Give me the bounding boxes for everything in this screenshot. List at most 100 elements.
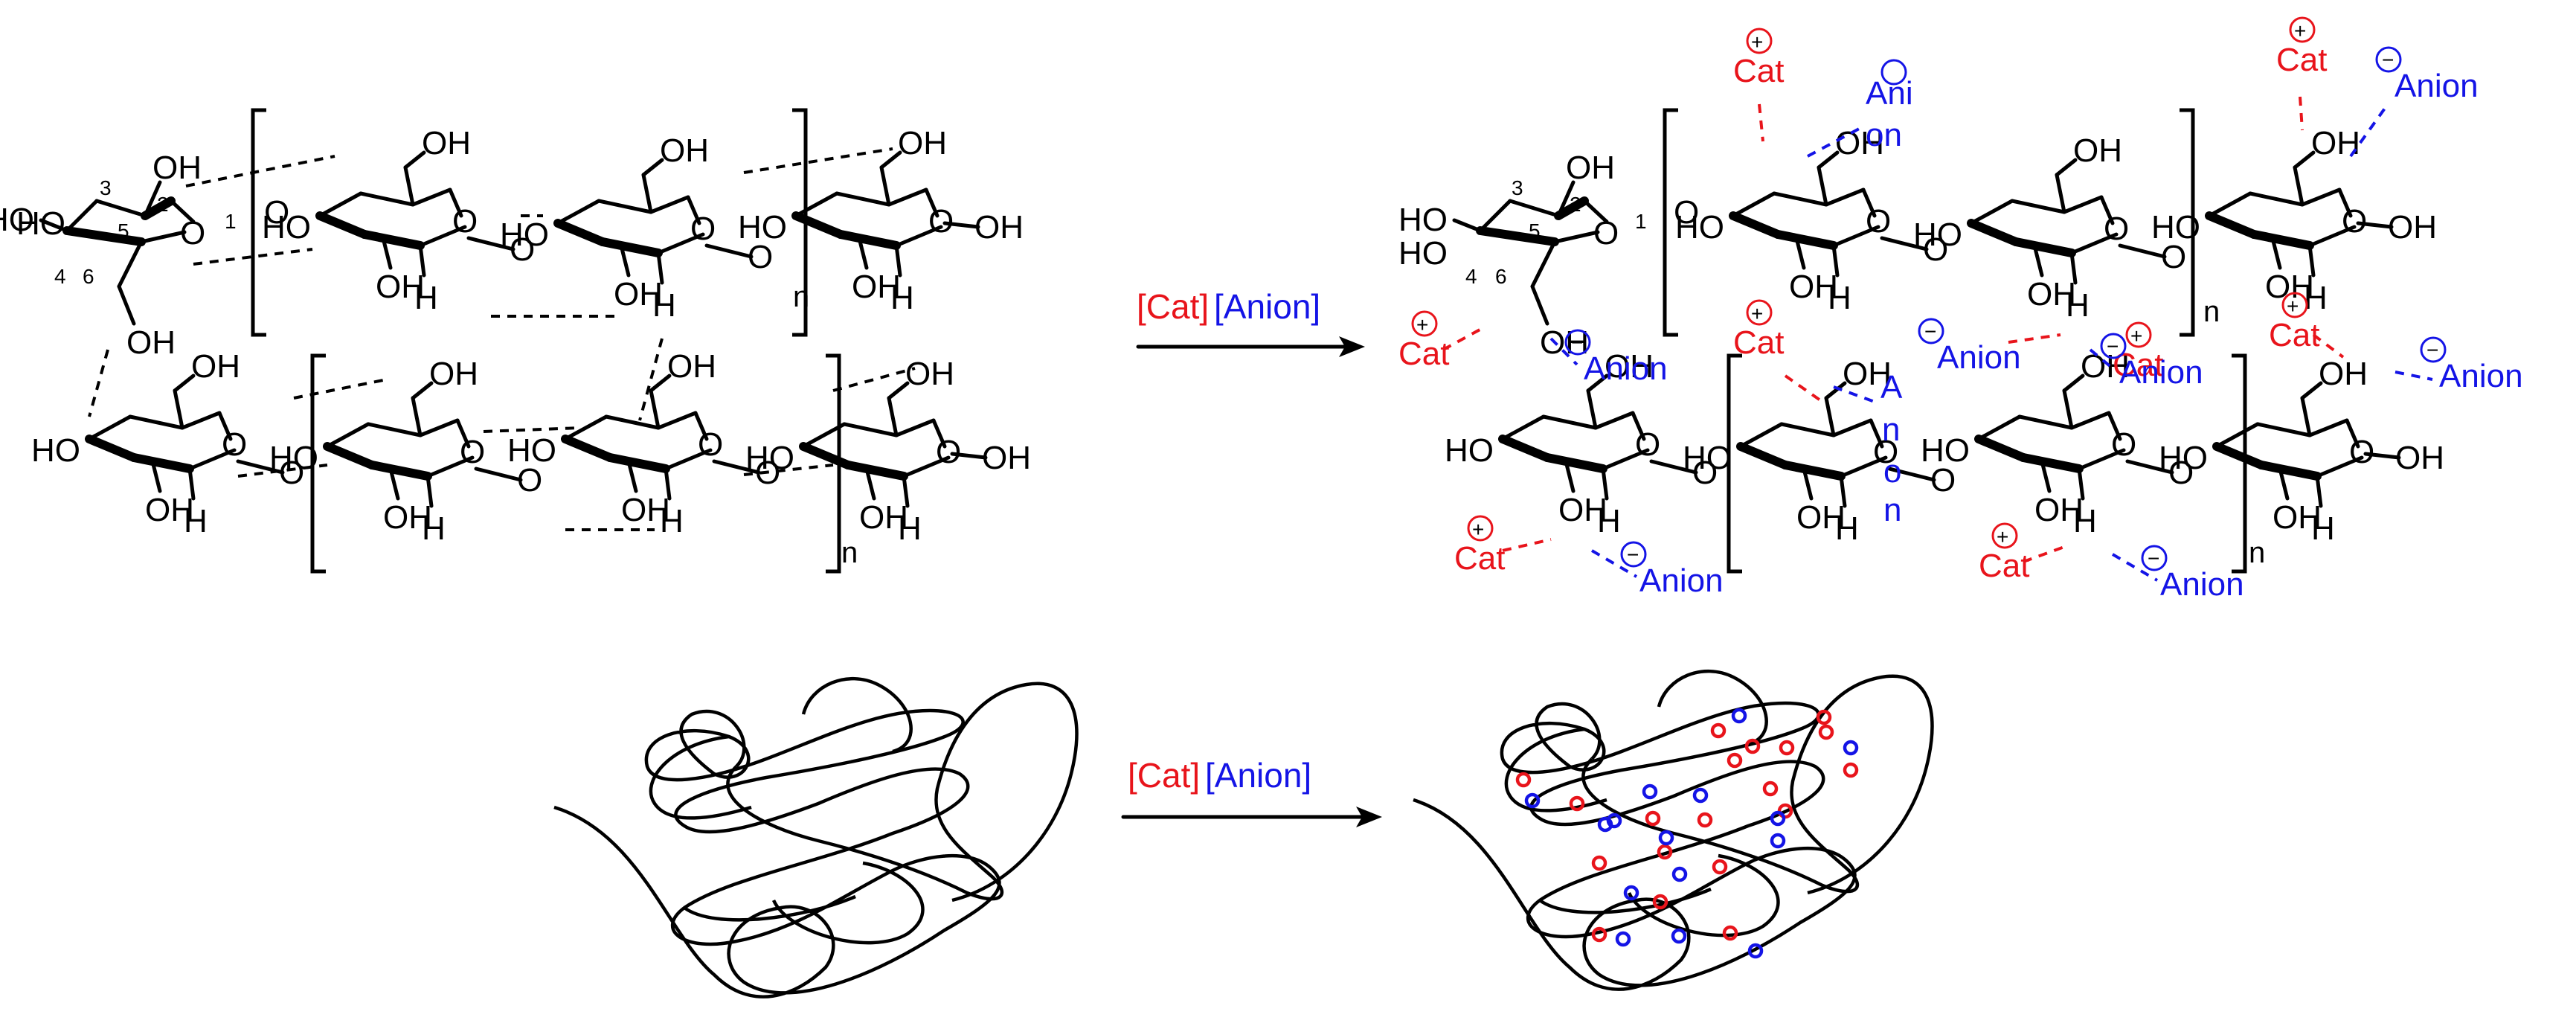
bond bbox=[942, 221, 980, 229]
hydroxyl-group: OH bbox=[621, 492, 670, 528]
wedge-bond bbox=[791, 211, 845, 239]
bond bbox=[2248, 191, 2304, 207]
anion-charge-circle bbox=[1564, 329, 1591, 356]
ion-interaction bbox=[2111, 553, 2159, 582]
ring-oxygen: O bbox=[690, 211, 716, 247]
bond bbox=[388, 467, 400, 501]
anion-dot bbox=[1770, 833, 1786, 849]
bond bbox=[1976, 414, 2022, 441]
reagent-anion-label: [Anion] bbox=[1214, 287, 1320, 326]
bond bbox=[2040, 459, 2052, 493]
ion-interaction bbox=[1549, 337, 1578, 366]
ion-interaction bbox=[2312, 333, 2345, 359]
bond bbox=[924, 187, 939, 218]
ionic-liquid-interactions: +Cat+Cat−Anion+Cat−Anion+Cat−Anion+Cat−A… bbox=[1398, 16, 2523, 603]
anion-label: Anion bbox=[1639, 562, 1724, 599]
carbon-number-6: 6 bbox=[83, 265, 94, 288]
bond bbox=[2069, 411, 2111, 430]
anion-dot bbox=[1623, 885, 1639, 901]
bond bbox=[879, 165, 891, 207]
hydroxyl-group: HO bbox=[1398, 202, 1448, 238]
repeat-bracket-left-open bbox=[251, 108, 266, 337]
cation-dot bbox=[1591, 855, 1607, 871]
hydroxyl-group: OH bbox=[905, 356, 954, 392]
bond bbox=[117, 284, 136, 326]
repeat-bracket-left-bottom-open bbox=[310, 353, 326, 574]
ion-interaction bbox=[2023, 545, 2065, 563]
repeat-bracket-right-bottom-close bbox=[2232, 353, 2247, 574]
bond bbox=[87, 414, 132, 441]
wedge-bond bbox=[1781, 461, 1846, 481]
reagent-anion-label: [Anion] bbox=[1205, 756, 1311, 795]
wedge-bond bbox=[2249, 230, 2314, 250]
wedge-bond bbox=[315, 211, 369, 239]
bond bbox=[187, 448, 237, 471]
glycosidic-oxygen: O bbox=[2168, 455, 2194, 491]
hydroxyl-group: OH bbox=[2395, 440, 2444, 476]
wedge-bond bbox=[1554, 196, 1589, 220]
cation-charge-sign: + bbox=[2130, 324, 2142, 347]
bond bbox=[2069, 251, 2078, 285]
ion-interaction bbox=[1758, 103, 1764, 142]
bond bbox=[1831, 225, 1880, 248]
bond bbox=[887, 381, 910, 400]
bond bbox=[1508, 199, 1561, 218]
bond bbox=[2032, 243, 2044, 278]
glycosidic-oxygen: O bbox=[1923, 231, 1948, 268]
anion-charge-circle bbox=[2141, 545, 2168, 571]
hydroxyl-group: HO bbox=[262, 209, 311, 246]
bond bbox=[94, 199, 147, 218]
hydroxyl-group: OH bbox=[2073, 132, 2122, 169]
bond bbox=[1541, 414, 1598, 430]
bond bbox=[656, 232, 705, 255]
anion-dot bbox=[1770, 810, 1786, 827]
ring-oxygen: O bbox=[1866, 203, 1891, 240]
ion-dots bbox=[1515, 708, 1859, 959]
bond bbox=[2099, 195, 2115, 225]
bond bbox=[466, 236, 515, 251]
wedge-bond bbox=[129, 453, 194, 473]
ion-interaction bbox=[2299, 96, 2304, 131]
bond bbox=[2300, 396, 2312, 437]
anion-charge-circle bbox=[1880, 59, 1907, 86]
bond bbox=[381, 236, 393, 270]
ring-oxygen: O bbox=[2342, 203, 2367, 240]
hydroxyl-group: HO bbox=[1913, 217, 1962, 253]
hydroxyl-group: OH bbox=[1796, 499, 1846, 536]
bond bbox=[2207, 191, 2252, 218]
hydrogen-atom: H bbox=[414, 280, 438, 316]
hydrogen-atom: H bbox=[1828, 280, 1851, 316]
reagent-cat-label: [Cat] bbox=[1128, 756, 1200, 795]
bond bbox=[1817, 150, 1840, 170]
hydroxyl-group: OH bbox=[145, 492, 194, 528]
cation-dot bbox=[1744, 738, 1761, 754]
anion-label-part: Ani bbox=[1866, 75, 1913, 112]
hydroxyl-group: HO bbox=[1675, 209, 1724, 246]
hydroxyl-group: HO bbox=[16, 205, 65, 242]
anion-dot bbox=[1747, 943, 1764, 959]
bond bbox=[950, 452, 988, 460]
repeat-n-label: n bbox=[793, 281, 809, 313]
hydrogen-bond bbox=[638, 338, 664, 421]
cation-label: Cat bbox=[1979, 548, 2029, 584]
bond bbox=[842, 422, 899, 437]
hydrogen-bond bbox=[832, 367, 916, 392]
bond bbox=[1824, 187, 1866, 207]
bond bbox=[835, 191, 891, 207]
anion-charge-sign: − bbox=[1627, 543, 1639, 566]
bond bbox=[117, 240, 144, 289]
bond bbox=[1817, 165, 1828, 207]
ring-oxygen: O bbox=[460, 434, 485, 470]
carbon-number-3: 3 bbox=[1512, 176, 1523, 199]
bond bbox=[1530, 284, 1549, 326]
bond bbox=[2315, 455, 2364, 478]
hydroxyl-group: OH bbox=[1843, 356, 1892, 392]
bond bbox=[2017, 414, 2074, 430]
bond bbox=[418, 418, 460, 437]
cation-charge-sign: + bbox=[1751, 302, 1763, 325]
bond bbox=[2300, 187, 2342, 207]
hydrogen-atom: H bbox=[1597, 503, 1621, 539]
hydroxyl-group: HO bbox=[745, 440, 794, 476]
cation-charge-circle bbox=[1411, 310, 1438, 337]
